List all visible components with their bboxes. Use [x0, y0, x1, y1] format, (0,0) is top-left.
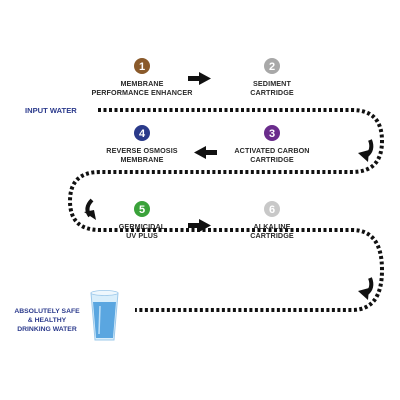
stage-2-label-line-1: SEDIMENT [253, 79, 291, 88]
stage-5-badge [134, 201, 150, 217]
u-turn-arrow-icon [358, 139, 374, 162]
stage-2: 2 SEDIMENT CARTRIDGE [250, 58, 294, 97]
stage-6-label-line-1: ALKALINE [253, 222, 290, 231]
stage-3-label-line-1: ACTIVATED CARBON [234, 146, 309, 155]
stage-1-number: 1 [139, 61, 145, 73]
stage-1-label-line-2: PERFORMANCE ENHANCER [91, 88, 193, 97]
stage-3-label-line-2: CARTRIDGE [250, 155, 294, 164]
stage-1: 1 MEMBRANE PERFORMANCE ENHANCER [91, 58, 193, 97]
output-label-line-3: DRINKING WATER [17, 326, 77, 333]
stage-3-number: 3 [269, 128, 275, 140]
output-label-line-2: & HEALTHY [28, 317, 67, 324]
input-water-label: INPUT WATER [25, 106, 77, 115]
stage-5: 5 GERMICIDAL UV PLUS [119, 201, 166, 240]
stage-2-label-line-2: CARTRIDGE [250, 88, 294, 97]
stage-4-label-line-2: MEMBRANE [120, 155, 163, 164]
stage-2-number: 2 [269, 61, 275, 73]
stage-4: 4 REVERSE OSMOSIS MEMBRANE [106, 125, 178, 164]
stage-5-label-line-1: GERMICIDAL [119, 222, 166, 231]
stage-1-label-line-1: MEMBRANE [120, 79, 163, 88]
stage-4-badge [134, 125, 150, 141]
stage-6-number: 6 [269, 204, 275, 216]
stage-4-number: 4 [139, 128, 146, 140]
stage-3-badge [264, 125, 280, 141]
stage-6-badge [264, 201, 280, 217]
water-glass-icon [90, 290, 119, 341]
stage-1-badge [134, 58, 150, 74]
stage-2-badge [264, 58, 280, 74]
left-arrow-icon [194, 146, 217, 159]
output-label-line-1: ABSOLUTELY SAFE [14, 308, 80, 315]
right-arrow-icon [188, 72, 211, 85]
u-turn-arrow-icon [358, 277, 374, 300]
stage-6-label-line-2: CARTRIDGE [250, 231, 294, 240]
stage-4-label-line-1: REVERSE OSMOSIS [106, 146, 178, 155]
stage-3: 3 ACTIVATED CARBON CARTRIDGE [234, 125, 310, 164]
stage-5-label-line-2: UV PLUS [126, 231, 158, 240]
u-turn-arrow-icon [84, 198, 96, 220]
flow-path [67, 108, 385, 312]
stage-5-number: 5 [139, 204, 145, 216]
right-arrow-icon [188, 219, 211, 232]
stage-6: 6 ALKALINE CARTRIDGE [250, 201, 294, 240]
